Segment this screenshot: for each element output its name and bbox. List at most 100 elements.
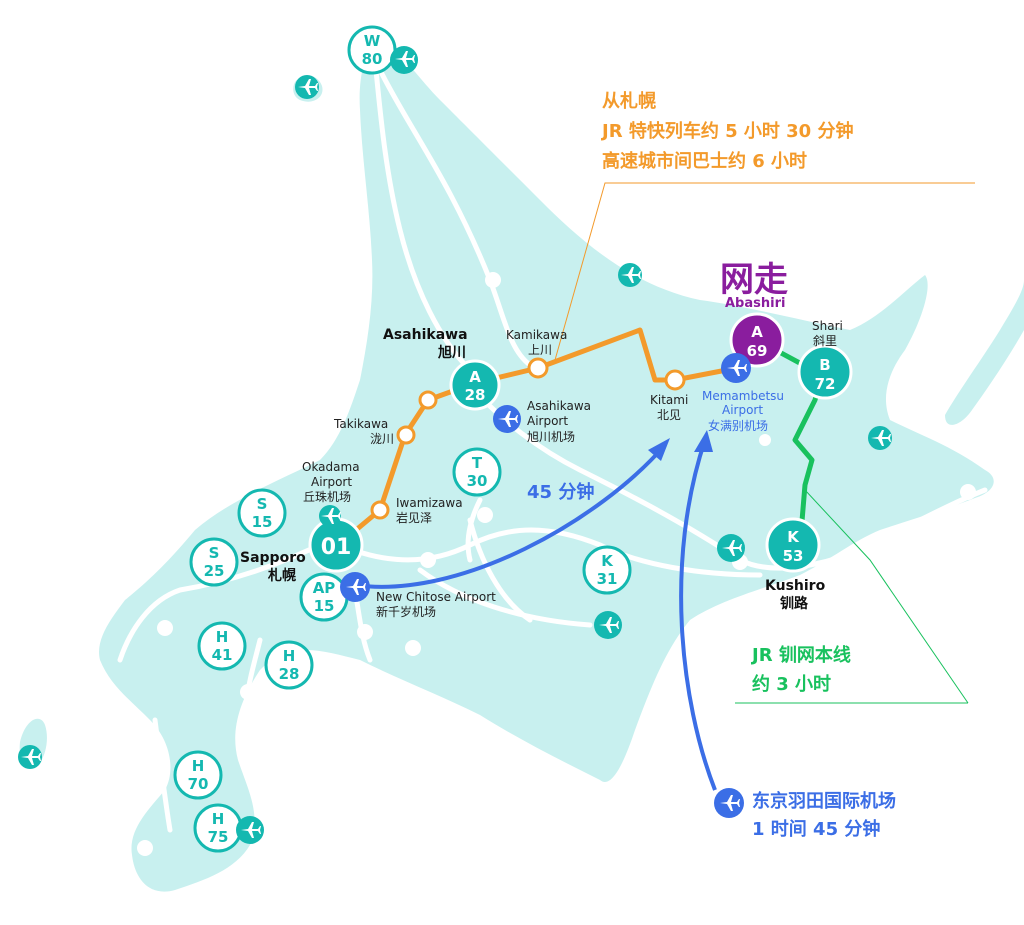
station-badge-s15[interactable]: S 15 — [237, 488, 287, 538]
label-takikawa-zh: 泷川 — [370, 432, 394, 446]
airport-icon-w80[interactable] — [390, 46, 418, 74]
svg-text:H: H — [212, 810, 225, 828]
station-badge-h70[interactable]: H 70 — [173, 750, 223, 800]
flight-routes — [354, 439, 717, 791]
airport-icon-okadama[interactable] — [319, 505, 341, 527]
label-asahikawa-en: Asahikawa — [383, 327, 468, 343]
station-badge-h75[interactable]: H 75 — [193, 803, 243, 853]
hokkaido-landmass — [19, 36, 1024, 892]
svg-text:30: 30 — [467, 472, 488, 490]
airport-icon-hakodate[interactable] — [236, 816, 264, 844]
svg-text:31: 31 — [597, 570, 618, 588]
leader-lines — [554, 182, 975, 704]
svg-text:A: A — [469, 368, 481, 386]
station-badge-w80[interactable]: W 80 — [347, 25, 397, 75]
label-kamikawa-zh: 上川 — [528, 343, 552, 357]
svg-text:H: H — [192, 757, 205, 775]
label-kitami-en: Kitami — [650, 393, 688, 407]
airport-icon-okushiri[interactable] — [18, 745, 42, 769]
svg-text:H: H — [283, 647, 296, 665]
svg-text:25: 25 — [204, 562, 225, 580]
from-sapporo-title: 从札幌 — [602, 90, 656, 112]
airport-icon-nakashibetsu[interactable] — [868, 426, 892, 450]
svg-text:75: 75 — [208, 828, 229, 846]
arrowheads — [648, 430, 713, 461]
svg-text:01: 01 — [321, 535, 352, 560]
station-kamikawa[interactable] — [527, 357, 549, 379]
airport-icon-obihiro[interactable] — [594, 611, 622, 639]
from-sapporo-bus: 高速城市间巴士约 6 小时 — [602, 150, 807, 172]
label-new-chitose-zh: 新千岁机场 — [376, 604, 436, 619]
label-sapporo-en: Sapporo — [240, 550, 306, 566]
svg-text:53: 53 — [783, 547, 804, 565]
haneda-name: 东京羽田国际机场 — [752, 790, 896, 812]
airport-icon-asahikawa[interactable] — [493, 405, 521, 433]
station-between[interactable] — [418, 390, 438, 410]
label-sapporo-zh: 札幌 — [267, 567, 296, 584]
svg-text:A: A — [751, 323, 763, 341]
station-badge-a28[interactable]: A 28 — [449, 359, 501, 411]
station-badge-h41[interactable]: H 41 — [197, 621, 247, 671]
haneda-time: 1 时间 45 分钟 — [752, 818, 880, 840]
flight-arc-haneda-memambetsu — [679, 439, 717, 791]
destination-title-en: Abashiri — [725, 296, 785, 311]
from-sapporo-train: JR 特快列车约 5 小时 30 分钟 — [600, 120, 853, 142]
hokkaido-main-island — [99, 36, 994, 892]
svg-text:28: 28 — [465, 386, 486, 404]
airport-icon-kushiro[interactable] — [717, 534, 745, 562]
intermediate-stations — [370, 357, 686, 520]
svg-text:S: S — [257, 495, 268, 513]
airport-icon-memambetsu[interactable] — [721, 353, 751, 383]
station-kitami[interactable] — [664, 369, 686, 391]
svg-text:70: 70 — [188, 775, 209, 793]
svg-text:41: 41 — [212, 646, 233, 664]
station-badge-s25[interactable]: S 25 — [189, 537, 239, 587]
label-kitami-zh: 北见 — [657, 408, 681, 422]
svg-text:AP: AP — [313, 579, 336, 597]
label-memambetsu-en2: Airport — [722, 403, 763, 417]
label-okadama-zh: 丘珠机场 — [303, 490, 351, 504]
airport-icon-monbetsu[interactable] — [618, 263, 642, 287]
arrowhead-haneda-flight — [694, 430, 713, 452]
svg-text:S: S — [209, 544, 220, 562]
label-kushiro-zh: 钏路 — [780, 595, 809, 612]
station-badge-a69[interactable]: A 69 — [729, 312, 785, 368]
jr-line-name: JR 钏网本线 — [750, 644, 851, 666]
svg-text:72: 72 — [815, 375, 836, 393]
station-badge-01[interactable]: 01 — [308, 517, 364, 573]
svg-text:15: 15 — [252, 513, 273, 531]
station-badge-ap15[interactable]: AP 15 — [299, 572, 349, 622]
station-badge-k53[interactable]: K 53 — [765, 517, 821, 573]
label-shari-zh: 斜里 — [813, 334, 837, 348]
airport-icon-haneda[interactable] — [714, 788, 744, 818]
label-okadama-en1: Okadama — [302, 460, 360, 474]
svg-text:K: K — [601, 552, 614, 570]
kunashiri-island — [945, 280, 1024, 425]
svg-text:80: 80 — [362, 50, 383, 68]
station-badge-t30[interactable]: T 30 — [452, 447, 502, 497]
station-badge-h28[interactable]: H 28 — [264, 640, 314, 690]
label-okadama-en2: Airport — [311, 475, 352, 489]
station-takikawa[interactable] — [396, 425, 416, 445]
jr-line-time: 约 3 小时 — [752, 673, 831, 695]
svg-text:K: K — [787, 528, 800, 546]
label-kushiro-en: Kushiro — [765, 578, 826, 594]
label-asahikawa-airport-en2: Airport — [527, 414, 568, 428]
airport-icon-new-chitose[interactable] — [340, 572, 370, 602]
airport-icon-rishiri[interactable] — [295, 75, 319, 99]
flight-arc-chitose-memambetsu — [354, 443, 667, 589]
svg-text:28: 28 — [279, 665, 300, 683]
station-badge-b72[interactable]: B 72 — [797, 344, 853, 400]
station-badge-k31[interactable]: K 31 — [582, 545, 632, 595]
flight-chitose-time: 45 分钟 — [527, 481, 594, 503]
label-memambetsu-en1: Memambetsu — [702, 389, 784, 403]
svg-text:W: W — [364, 32, 381, 50]
arrowhead-chitose-flight — [648, 438, 670, 461]
station-iwamizawa[interactable] — [370, 500, 390, 520]
svg-text:69: 69 — [747, 342, 768, 360]
road-junctions — [137, 272, 976, 856]
label-asahikawa-zh: 旭川 — [437, 344, 466, 361]
label-shari-en: Shari — [812, 319, 843, 333]
label-new-chitose-en: New Chitose Airport — [376, 590, 496, 604]
